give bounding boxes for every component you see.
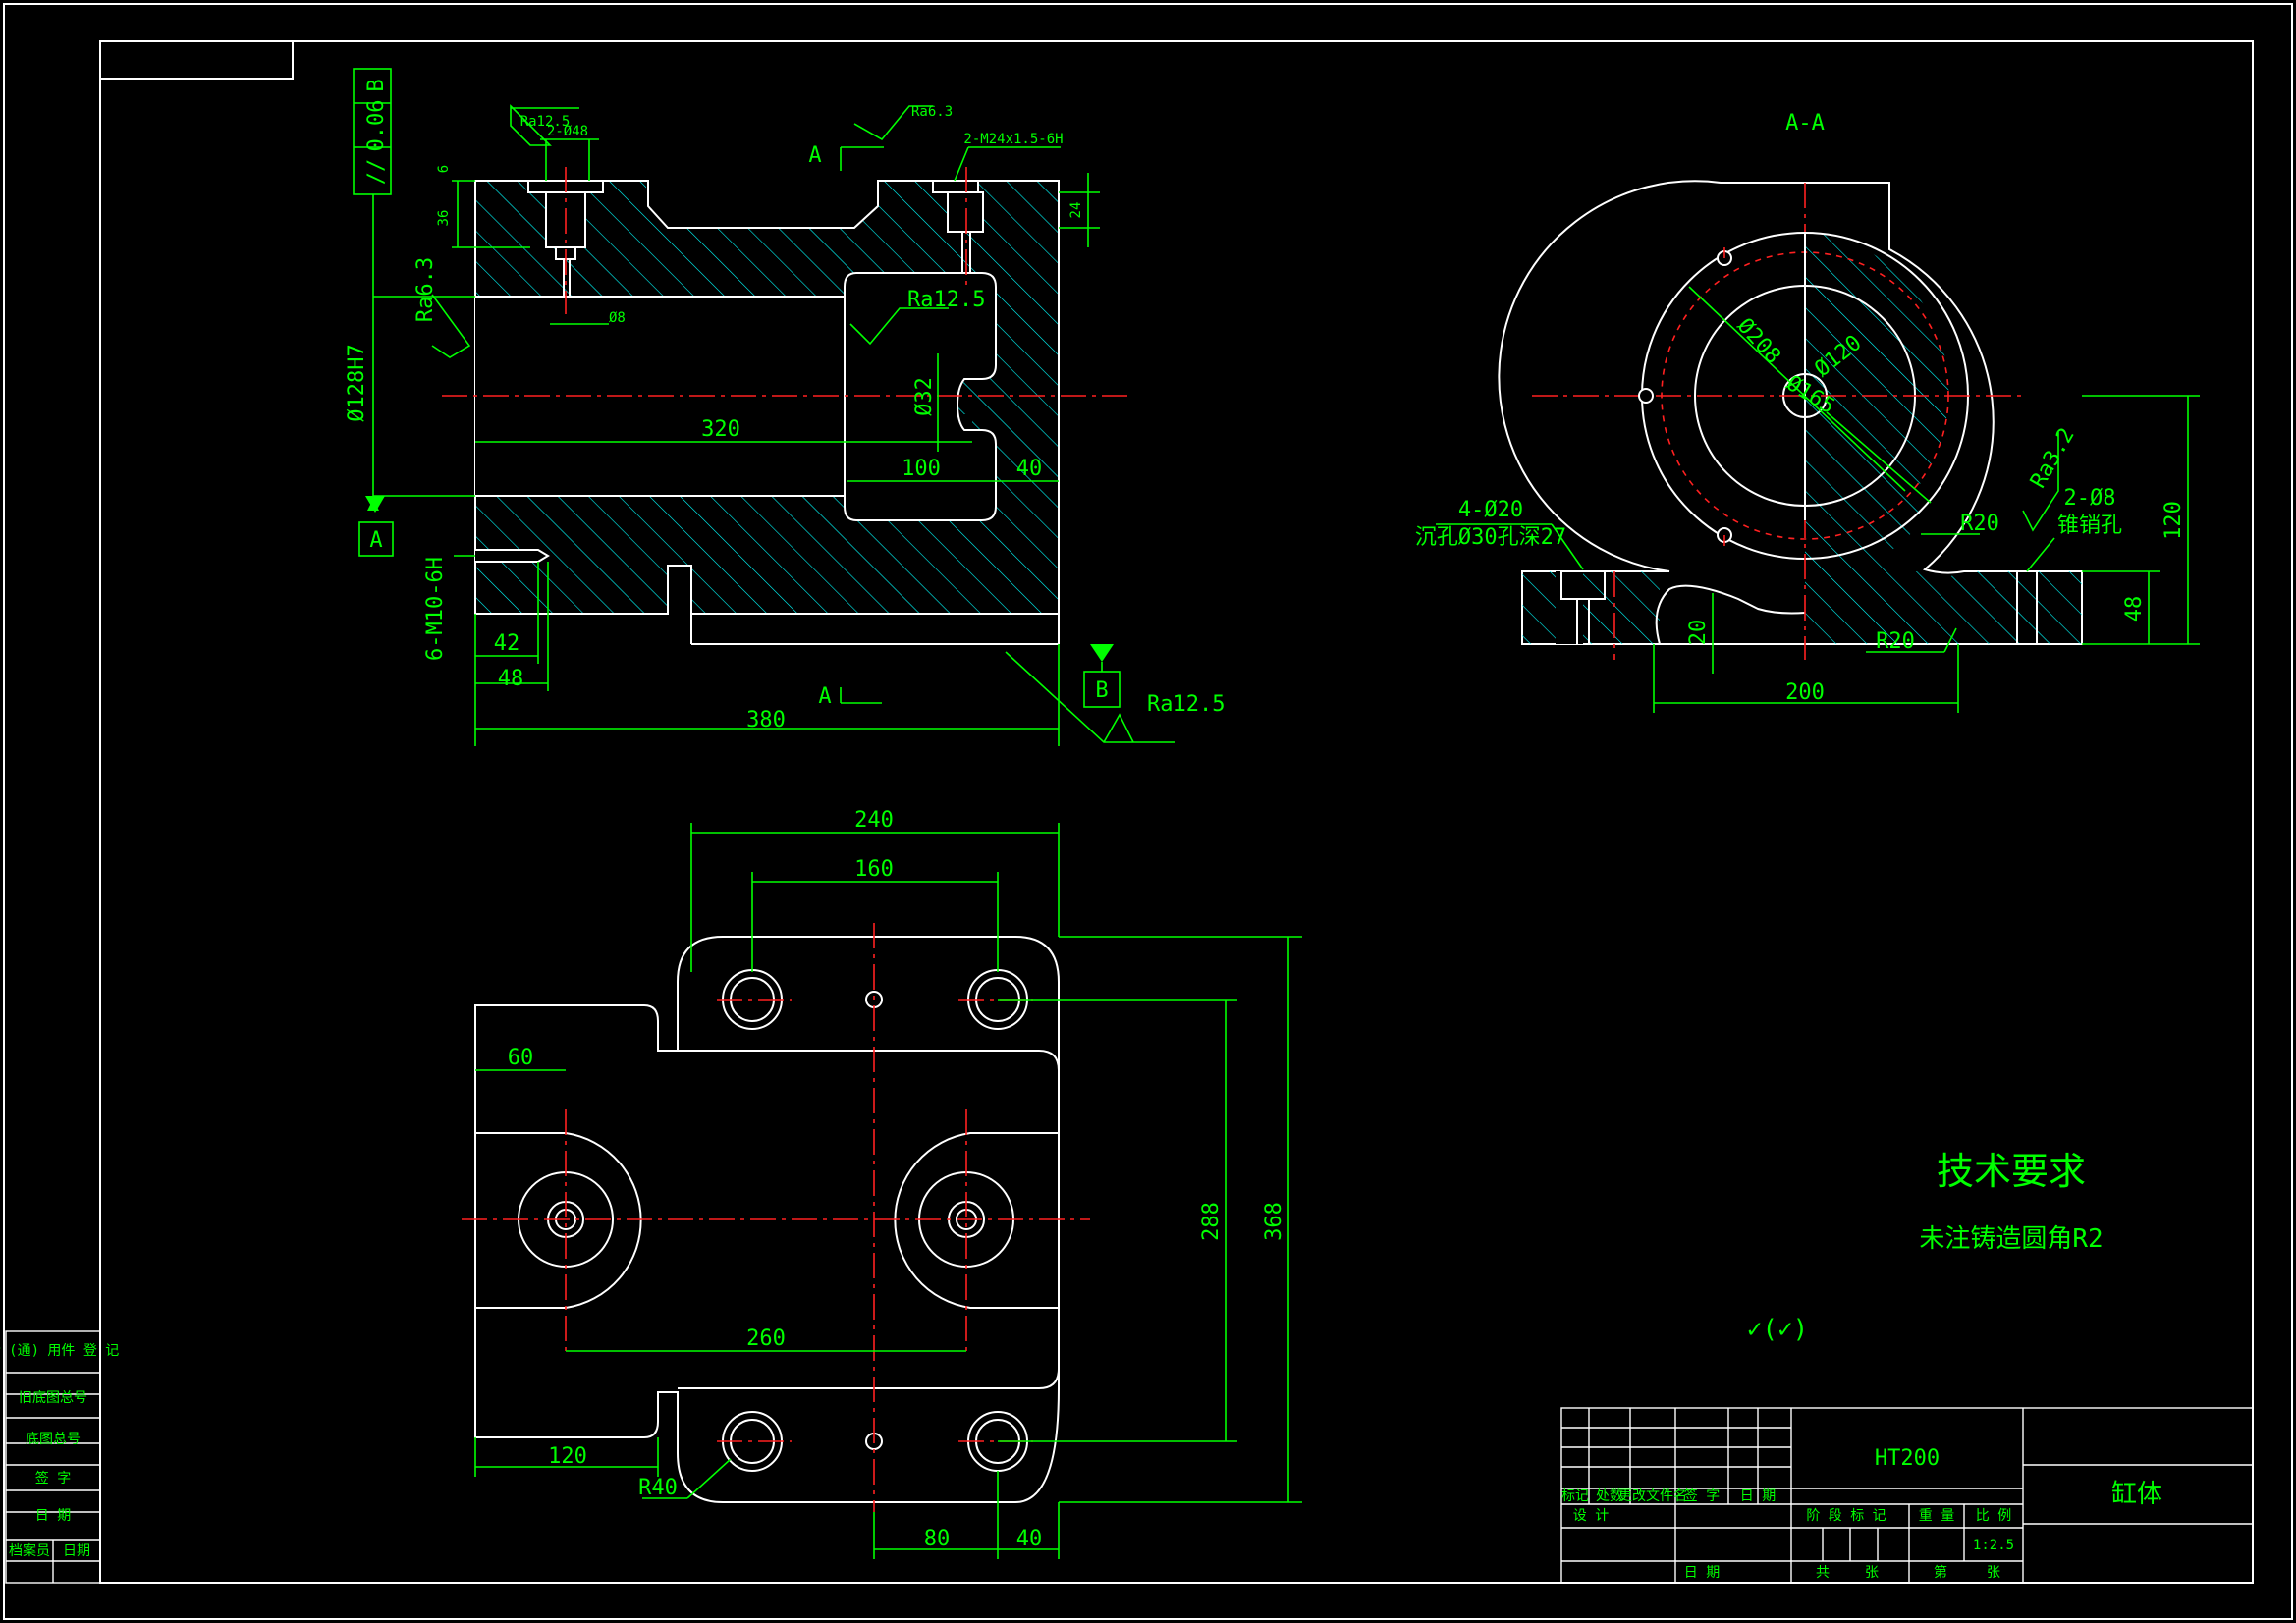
dim-260: 260 [746,1326,786,1351]
dim-ra-left: Ra6.3 [413,257,438,322]
tb-total: 共 [1816,1565,1830,1581]
dim-ra-bottom: Ra12.5 [1147,692,1225,717]
tb-stage-mark: 阶 段 标 记 [1806,1508,1886,1524]
dim-240: 240 [854,808,894,833]
dim-42: 42 [494,631,520,656]
dim-thread-top: 2-M24x1.5-6H [963,132,1063,147]
outer-border [3,3,2293,1620]
title-part-name: 缸体 [2111,1480,2162,1509]
dim-6: 6 [436,165,452,173]
dim-bore: Ø128H7 [345,344,369,421]
dim-60: 60 [508,1046,534,1070]
dim-48-b: 48 [2122,596,2147,622]
notes-line1: 未注铸造圆角R2 [1919,1224,2103,1254]
side-archive-date: 日期 [63,1543,90,1559]
dim-4-d20: 4-Ø20 [1458,498,1523,522]
tb-header-1: 处数 [1596,1488,1623,1504]
tb-page-unit: 张 [1987,1565,2000,1581]
dim-ra-inner: Ra12.5 [907,288,985,312]
dim-40: 40 [1016,457,1043,481]
section-label: A-A [1785,111,1825,135]
dim-r40: R40 [638,1476,678,1500]
tb-header-0: 标记 [1561,1488,1589,1504]
tb-ratio: 比 例 [1976,1508,2011,1524]
datum-a: A [369,528,382,553]
dim-2-d8: 2-Ø8 [2064,486,2116,511]
tol-symbol: // [364,159,389,186]
tol-value: 0.06 [364,100,389,152]
tb-weight: 重 量 [1919,1508,1954,1524]
dim-40-b: 40 [1016,1527,1043,1551]
tb-sheets: 张 [1865,1565,1879,1581]
tb-header-4: 日 期 [1740,1488,1776,1504]
dim-24: 24 [1068,202,1084,219]
plan-view [462,923,1090,1512]
title-block: HT200 缸体 标记 处数 更改文件名 签 字 日 期 设 计 阶 段 标 记… [1560,1407,2254,1584]
technical-notes: 技术要求 未注铸造圆角R2 ✓(✓) [1747,1150,2104,1344]
dim-160: 160 [854,857,894,882]
dim-36: 36 [436,210,452,227]
side-item-2: 底图总号 [26,1432,81,1447]
tol-datum: B [364,79,389,91]
dim-counterbore: 沉孔Ø30孔深27 [1415,525,1566,550]
dim-r20-a: R20 [1960,512,1999,536]
dim-2-d48: 2-Ø48 [547,124,588,139]
title-material: HT200 [1875,1446,1940,1471]
dim-120: 120 [2161,501,2186,540]
front-view [442,167,1129,645]
dim-288: 288 [1199,1202,1224,1241]
side-item-0: 借 (通) 用件 登 记 [0,1343,119,1359]
surface-symbol: ✓(✓) [1747,1315,1809,1344]
dim-ra-top-left: Ra12.5 [520,114,571,130]
side-item-4: 日 期 [35,1508,71,1524]
side-item-3: 签 字 [35,1470,71,1487]
notes-title: 技术要求 [1937,1150,2086,1193]
datum-b: B [1095,678,1108,703]
dim-d8: Ø8 [609,310,626,326]
dim-100: 100 [902,457,941,481]
dim-d208: Ø208 [1732,314,1785,369]
tb-header-3: 签 字 [1684,1488,1720,1504]
dim-48: 48 [498,667,524,691]
dim-pin-label: 锥销孔 [2057,514,2122,538]
corner-box [99,40,294,80]
side-item-1: 旧底图总号 [19,1390,87,1406]
front-view-dims: B 0.06 // Ø128H7 A Ra6.3 6 36 Ra12.5 2-Ø… [345,68,1225,746]
dim-d32: Ø32 [912,377,937,416]
tb-header-2: 更改文件名 [1618,1488,1687,1504]
tb-date: 日 期 [1684,1565,1720,1581]
dim-20: 20 [1686,620,1711,646]
dim-ra-top-right: Ra6.3 [911,104,953,120]
dim-r20-b: R20 [1876,629,1915,654]
section-view: A-A [1498,111,2083,660]
tb-page: 第 [1934,1564,1947,1581]
tb-design: 设 计 [1573,1508,1609,1524]
section-mark-a-top: A [808,143,821,168]
dim-80: 80 [924,1527,951,1551]
dim-380: 380 [746,708,786,732]
dim-120-b: 120 [548,1444,587,1469]
dim-ra-32: Ra3.2 [2026,424,2080,493]
plan-view-dims: 240 160 60 288 368 260 120 R40 80 40 [474,808,1302,1559]
dim-thread-side: 6-M10-6H [423,557,448,661]
section-mark-a-bottom: A [818,684,831,709]
dim-368: 368 [1262,1202,1286,1241]
side-archive: 档案员 [9,1542,50,1559]
side-block: 借 (通) 用件 登 记 旧底图总号 底图总号 签 字 日 期 档案员 日期 [0,1330,119,1584]
tb-scale: 1:2.5 [1973,1538,2014,1553]
dim-200: 200 [1785,680,1825,705]
dim-320: 320 [701,417,740,442]
